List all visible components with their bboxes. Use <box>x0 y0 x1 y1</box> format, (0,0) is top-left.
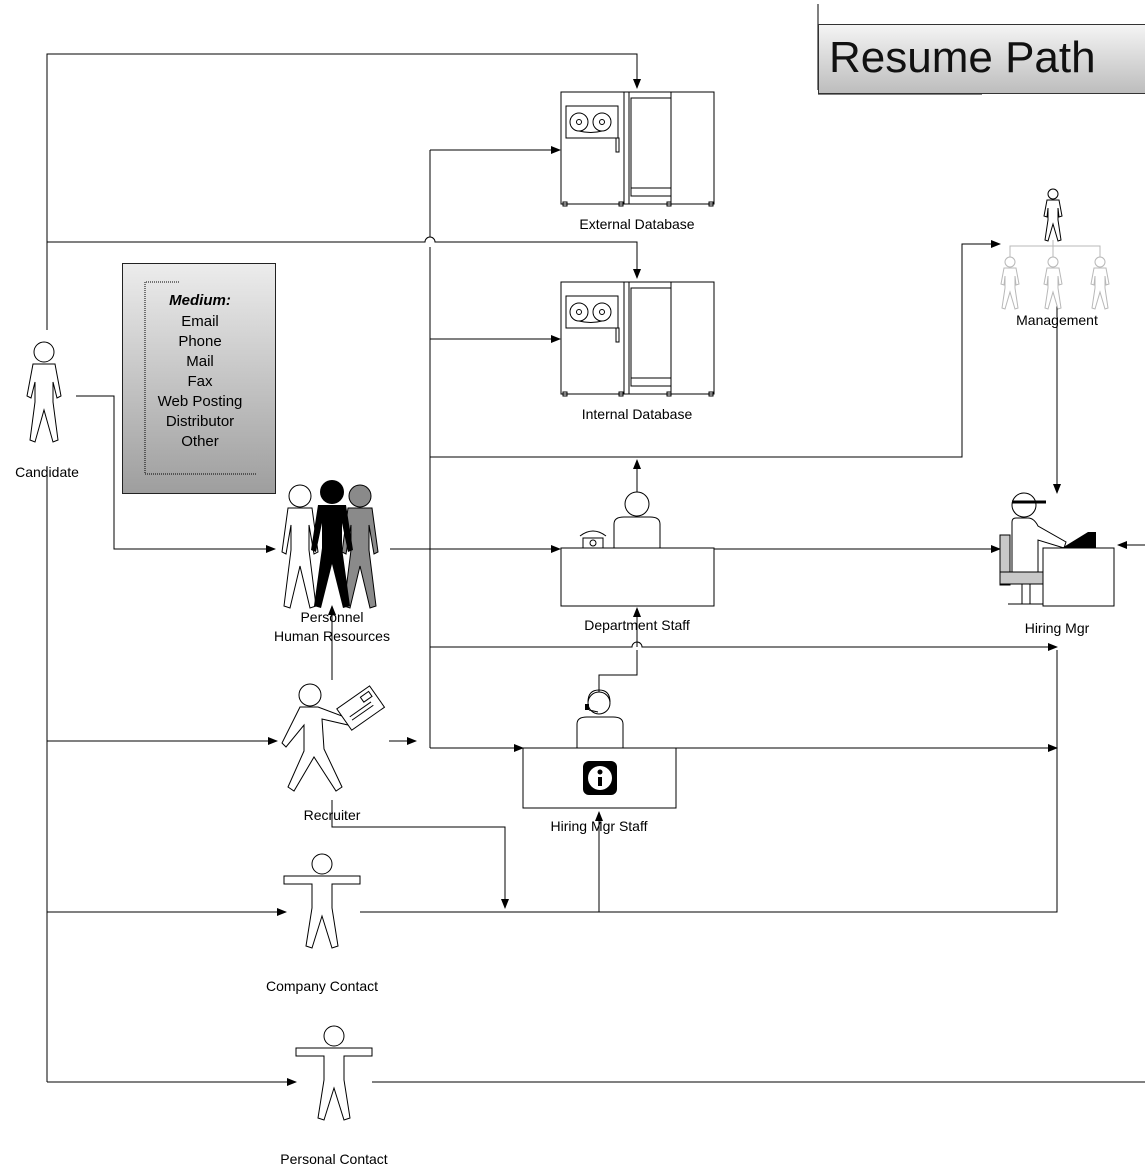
company-contact-icon <box>283 853 361 949</box>
medium-item: Email <box>181 313 219 330</box>
department-staff-label: Department Staff <box>584 617 690 633</box>
medium-item: Other <box>181 433 219 450</box>
diagram-title: Resume Path <box>829 33 1096 82</box>
human-resources-label: Human Resources <box>274 628 390 644</box>
hiring-mgr-staff-icon <box>522 689 677 809</box>
candidate-label: Candidate <box>15 464 79 480</box>
medium-item: Mail <box>186 353 214 370</box>
connectors <box>46 53 1145 1086</box>
personal-contact-icon <box>295 1025 373 1121</box>
internal-database-label: Internal Database <box>581 406 693 422</box>
hiring-mgr-label: Hiring Mgr <box>1024 620 1090 636</box>
recruiter-icon <box>281 683 386 792</box>
management-icon <box>1000 188 1110 310</box>
personnel-group-icon <box>281 480 379 609</box>
medium-heading: Medium: <box>169 292 231 309</box>
medium-item: Web Posting <box>157 393 243 410</box>
external-database-icon <box>560 91 715 207</box>
medium-item: Fax <box>187 373 213 390</box>
medium-bracket <box>144 281 257 475</box>
personal-contact-label: Personal Contact <box>280 1151 388 1167</box>
medium-legend: Medium: Email Phone Mail Fax Web Posting… <box>122 263 276 494</box>
personnel-label: Personnel <box>300 609 364 625</box>
medium-item: Distributor <box>165 413 235 430</box>
management-label: Management <box>1016 312 1098 328</box>
internal-database-icon <box>560 281 715 397</box>
recruiter-label: Recruiter <box>303 807 361 823</box>
hiring-mgr-icon <box>999 492 1115 607</box>
hiring-mgr-staff-label: Hiring Mgr Staff <box>550 818 648 834</box>
company-contact-label: Company Contact <box>265 978 379 994</box>
department-staff-icon <box>560 491 715 607</box>
medium-item: Phone <box>178 333 222 350</box>
candidate-icon <box>26 341 62 443</box>
diagram-title-box: Resume Path <box>818 24 1145 94</box>
external-database-label: External Database <box>579 216 695 232</box>
